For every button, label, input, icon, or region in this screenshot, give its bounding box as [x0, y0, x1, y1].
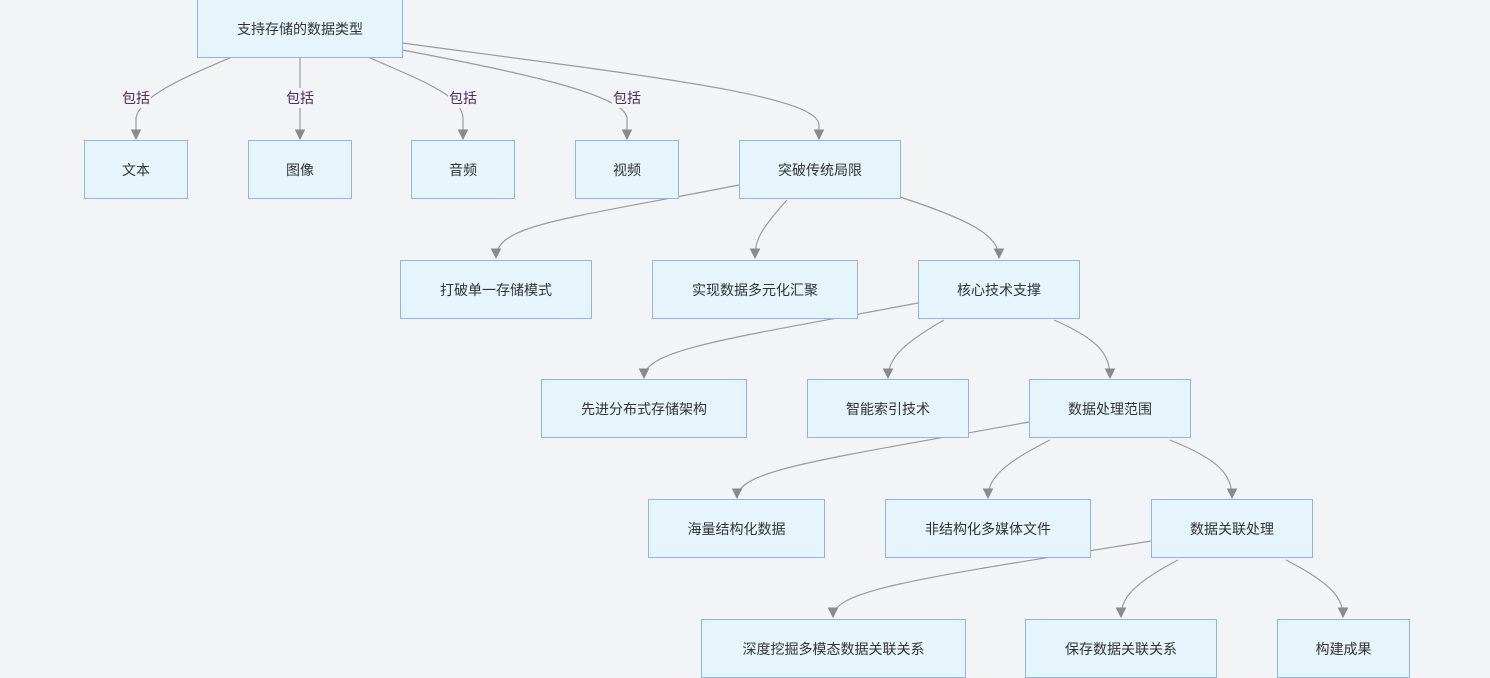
node-smart-index: 智能索引技术 [807, 379, 969, 438]
node-save-relation: 保存数据关联关系 [1025, 619, 1217, 678]
node-result: 构建成果 [1277, 619, 1410, 678]
edge-association-result [1285, 559, 1349, 619]
edge-label-root-text: 包括 [121, 88, 151, 108]
edge-label-root-image: 包括 [285, 88, 315, 108]
edge-breakthrough-core-tech [899, 196, 1005, 260]
edge-core-tech-smart-index [882, 319, 945, 380]
node-massive: 海量结构化数据 [648, 499, 825, 558]
edge-breakthrough-multi-source [749, 199, 788, 260]
node-multi-source: 实现数据多元化汇聚 [652, 260, 858, 319]
edge-root-text [130, 56, 233, 141]
edge-label-root-audio: 包括 [448, 88, 478, 108]
node-root: 支持存储的数据类型 [197, 0, 403, 58]
node-deep-mining: 深度挖掘多模态数据关联关系 [701, 619, 966, 678]
node-association: 数据关联处理 [1151, 499, 1313, 558]
edge-root-breakthrough [401, 42, 825, 141]
edge-scope-association [1169, 439, 1238, 500]
edge-association-save-relation [1115, 559, 1179, 619]
edge-root-video [401, 49, 633, 141]
node-scope: 数据处理范围 [1029, 379, 1191, 438]
node-audio: 音频 [411, 140, 515, 199]
node-core-tech: 核心技术支撑 [918, 260, 1080, 319]
node-image: 图像 [248, 140, 352, 199]
edge-scope-unstructured [982, 439, 1051, 500]
node-breakthrough: 突破传统局限 [739, 140, 901, 199]
node-unstructured: 非结构化多媒体文件 [885, 499, 1091, 558]
node-break-single: 打破单一存储模式 [400, 260, 592, 319]
edge-root-audio [367, 56, 469, 141]
node-distributed: 先进分布式存储架构 [541, 379, 747, 438]
node-text: 文本 [84, 140, 188, 199]
edge-label-root-video: 包括 [612, 88, 642, 108]
node-video: 视频 [575, 140, 679, 199]
edge-core-tech-scope [1053, 319, 1116, 380]
